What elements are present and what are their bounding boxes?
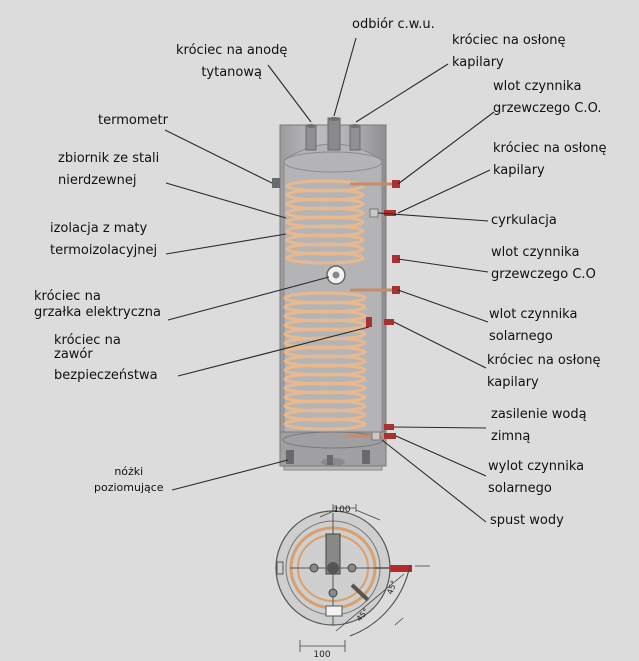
label-odbior-cwu: odbiór c.w.u. [352,17,435,32]
top-connectors [305,117,361,151]
label-krociec-oslona-3: króciec na osłonę kapilary [487,353,601,390]
label-bezpieczenstwa: bezpieczeństwa [54,368,158,383]
label-nozki: nóżki poziomujące [94,465,164,494]
solar-coil-lower [283,291,367,431]
label-izolacja: izolacja z maty termoizolacyjnej [50,221,158,258]
label-zasilenie: zasilenie wodą zimną [491,407,587,444]
label-zawor: króciec na zawór [54,333,121,362]
label-termometr: termometr [98,113,168,128]
side-connectors [272,178,400,441]
label-krociec-anoda: króciec na anodę tytanową [176,43,288,80]
dim-bottom-100: 100 [313,650,330,660]
heating-coil-upper [285,179,365,265]
legs [286,450,370,465]
leader-lines [164,37,495,523]
label-wlot-co-1: wlot czynnika grzewczego C.O. [493,79,602,116]
label-grzalka: króciec na grzałka elektryczna [34,289,161,320]
label-spust: spust wody [490,513,564,528]
top-view: 100 100 45° 45° [275,504,430,660]
label-wlot-co-2: wlot czynnika grzewczego C.O [491,245,596,282]
label-wylot-solar: wylot czynnika solarnego [488,459,585,496]
label-cyrkulacja: cyrkulacja [491,213,557,228]
label-zbiornik: zbiornik ze stali nierdzewnej [58,151,160,188]
label-wlot-solar: wlot czynnika solarnego [489,307,578,344]
label-krociec-oslona-1: króciec na osłonę kapilary [452,33,566,70]
dim-top-100: 100 [333,505,350,515]
label-krociec-oslona-2: króciec na osłonę kapilary [493,141,607,178]
